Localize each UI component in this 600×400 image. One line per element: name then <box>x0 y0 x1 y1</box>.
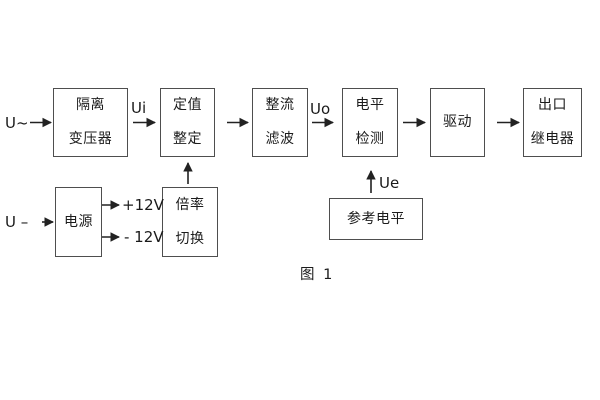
block-label: 检测 <box>355 131 385 147</box>
block-value-setting: 定值 整定 <box>160 88 215 157</box>
block-label: 电平 <box>355 97 385 113</box>
block-label: 继电器 <box>530 131 575 147</box>
block-label: 出口 <box>538 97 567 113</box>
block-output-relay: 出口 继电器 <box>523 88 582 157</box>
block-power-supply: 电源 <box>55 187 102 257</box>
block-label: 整流 <box>265 97 295 113</box>
block-label: 驱动 <box>443 114 472 130</box>
label-minus-12v: - 12V <box>124 228 164 246</box>
block-drive: 驱动 <box>430 88 485 157</box>
block-isolation-transformer: 隔离 变压器 <box>53 88 128 157</box>
block-label: 电源 <box>64 213 93 230</box>
label-ac-input: U~ <box>5 114 29 132</box>
block-rectify-filter: 整流 滤波 <box>252 88 308 157</box>
block-label: 倍率 <box>175 196 205 213</box>
figure-caption: 图 1 <box>300 267 335 283</box>
label-dc-input: U – <box>5 213 29 231</box>
block-label: 整定 <box>173 131 202 147</box>
block-label: 参考电平 <box>347 210 405 227</box>
block-reference-level: 参考电平 <box>329 198 423 240</box>
block-label: 滤波 <box>265 131 295 147</box>
block-label: 定值 <box>173 97 202 113</box>
label-uo: Uo <box>310 100 331 118</box>
block-level-detection: 电平 检测 <box>342 88 398 157</box>
block-ratio-switching: 倍率 切换 <box>162 187 218 257</box>
label-plus-12v: +12V <box>122 196 164 214</box>
block-label: 隔离 <box>76 97 105 113</box>
block-label: 切换 <box>175 230 205 247</box>
label-ui: Ui <box>131 99 147 117</box>
block-label: 变压器 <box>68 131 113 147</box>
label-ue: Ue <box>379 174 400 192</box>
